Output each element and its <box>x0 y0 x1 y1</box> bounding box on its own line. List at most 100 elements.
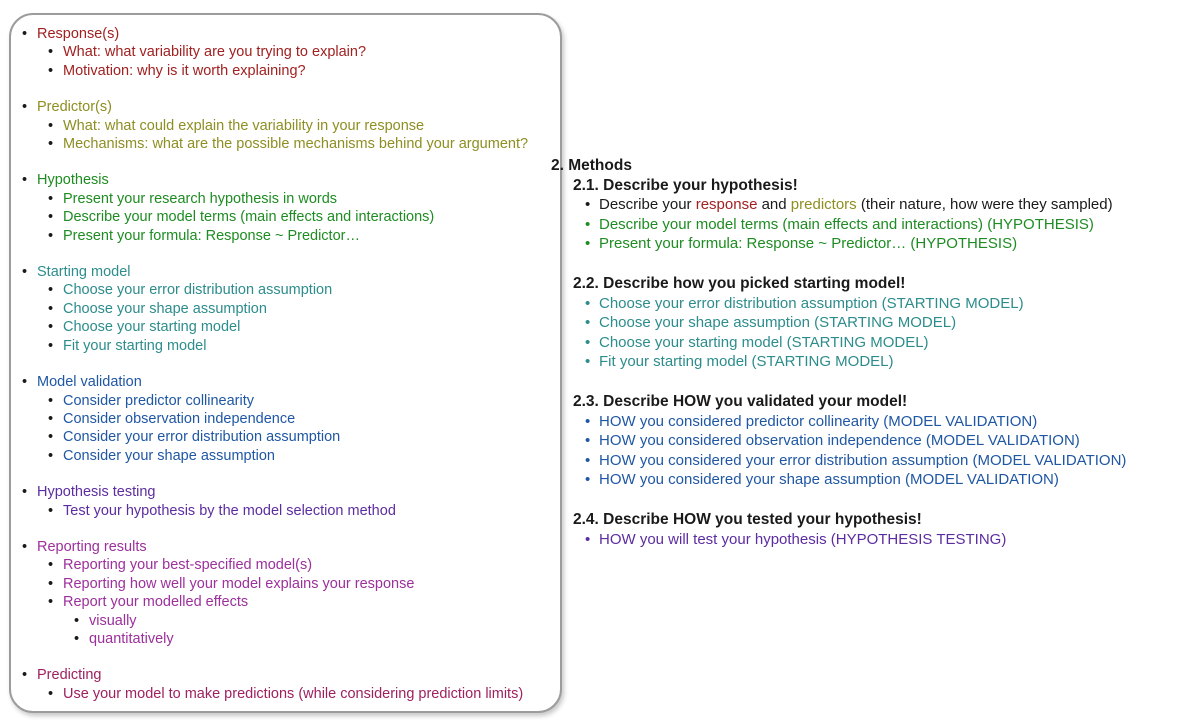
text-segment: HOW you considered predictor collinearit… <box>599 412 1038 430</box>
bullet-icon: • <box>585 432 591 450</box>
outline-panel: •Response(s)•What: what variability are … <box>9 13 562 713</box>
outline-response-item-0-label: What: what variability are you trying to… <box>63 44 367 61</box>
text-segment: HOW you considered your shape assumption… <box>599 471 1059 489</box>
text-segment: and <box>757 196 791 214</box>
outline-predicting-heading-label: Predicting <box>37 667 102 684</box>
outline-reporting-results-item-1-label: Reporting how well your model explains y… <box>63 575 415 592</box>
bullet-icon: • <box>48 557 54 574</box>
bullet-icon: • <box>74 612 80 629</box>
text-segment: Fit your starting model (STARTING MODEL) <box>599 353 894 371</box>
outline-reporting-results-item-2-sub-1: • quantitatively <box>11 630 560 648</box>
outline-hypothesis-item-2: •Present your formula: Response ~ Predic… <box>11 227 560 245</box>
methods-2-2-bullet-2: • Choose your starting model (STARTING MO… <box>551 333 1126 353</box>
outline-section-response: •Response(s)•What: what variability are … <box>11 25 560 80</box>
outline-response-heading-label: Response(s) <box>37 26 120 42</box>
bullet-icon: • <box>585 215 591 233</box>
text-segment: HOW you will test your hypothesis (HYPOT… <box>599 530 1007 548</box>
methods-2-3-bullet-2: • HOW you considered your error distribut… <box>551 451 1126 471</box>
outline-starting-model-item-3: • Fit your starting model <box>11 337 560 355</box>
bullet-icon: • <box>48 337 54 354</box>
outline-model-validation-item-1: •Consider observation independence <box>11 410 560 428</box>
text-segment: Describe your <box>599 196 696 214</box>
bullet-icon: • <box>585 451 591 469</box>
outline-starting-model-item-0-label: Choose your error distribution assumptio… <box>63 282 333 299</box>
methods-section-2-1: 2.1. Describe your hypothesis! • Describe … <box>551 176 1126 254</box>
bullet-icon: • <box>48 319 54 336</box>
outline-hypothesis-testing-heading: •Hypothesis testing <box>11 483 560 501</box>
bullet-icon: • <box>585 412 591 430</box>
methods-2-3-bullet-3: •HOW you considered your shape assumptio… <box>551 470 1126 490</box>
bullet-icon: • <box>48 392 54 409</box>
outline-predicting-item-0: •Use your model to make predictions (whi… <box>11 685 560 703</box>
outline-section-model-validation: •Model validation•Consider predictor col… <box>11 373 560 465</box>
outline-section-predicting: •Predicting•Use your model to make predi… <box>11 666 560 703</box>
outline-reporting-results-heading: • Reporting results <box>11 538 560 556</box>
bullet-icon: • <box>48 62 54 79</box>
text-segment: HOW you considered your error distributi… <box>599 451 1127 469</box>
methods-2-1-bullet-0: • Describe your response and predictors (… <box>551 195 1126 215</box>
text-segment: Present your formula: Response ~ Predict… <box>599 235 1018 253</box>
outline-predictors-heading-label: Predictor(s) <box>37 99 112 116</box>
outline-model-validation-heading-label: Model validation <box>37 374 142 391</box>
text-segment: (their nature, how were they sampled) <box>856 196 1113 214</box>
bullet-icon: • <box>48 117 54 134</box>
bullet-icon: • <box>48 594 54 611</box>
text-segment: Describe your model terms (main effects … <box>599 215 1094 233</box>
bullet-icon: • <box>22 172 28 189</box>
bullet-icon: • <box>48 136 54 153</box>
methods-2-2-bullet-3: • Fit your starting model (STARTING MODEL… <box>551 352 1126 372</box>
outline-hypothesis-testing-item-0-label: Test your hypothesis by the model select… <box>63 502 396 519</box>
bullet-icon: • <box>585 196 591 214</box>
methods-heading-2-1: 2.1. Describe your hypothesis! <box>573 176 798 194</box>
outline-reporting-results-item-0-label: Reporting your best-specified model(s) <box>63 557 313 574</box>
outline-model-validation-item-1-label: Consider observation independence <box>63 410 296 427</box>
bullet-icon: • <box>48 685 54 702</box>
outline-hypothesis-item-1-label: Describe your model terms (main effects … <box>63 209 435 226</box>
outline-model-validation-item-0: • Consider predictor collinearity <box>11 392 560 410</box>
bullet-icon: • <box>22 538 28 555</box>
methods-2-1-bullet-1: • Describe your model terms (main effects… <box>551 215 1126 235</box>
outline-starting-model-item-2-label: Choose your starting model <box>63 319 241 336</box>
bullet-icon: • <box>22 374 28 391</box>
bullet-icon: • <box>585 294 591 312</box>
outline-starting-model-heading: •Starting model <box>11 263 560 281</box>
methods-2-2-bullet-1: •Choose your shape assumption (STARTING … <box>551 313 1126 333</box>
outline-reporting-results-item-2: •Report your modelled effects <box>11 593 560 611</box>
methods-heading-2-4: 2.4. Describe HOW you tested your hypoth… <box>573 510 922 528</box>
outline-section-reporting-results: • Reporting results • Reporting your best-s… <box>11 538 560 648</box>
outline-model-validation-item-0-label: Consider predictor collinearity <box>63 392 254 409</box>
methods-sections: 2.1. Describe your hypothesis! • Describe … <box>551 176 1126 550</box>
outline-starting-model-item-3-label: Fit your starting model <box>63 337 207 354</box>
outline-model-validation-item-3-label: Consider your shape assumption <box>63 447 275 464</box>
bullet-icon: • <box>74 630 80 647</box>
outline-model-validation-item-2: •Consider your error distribution assump… <box>11 428 560 446</box>
outline-reporting-results-heading-label: Reporting results <box>37 538 147 555</box>
text-segment: response <box>695 196 758 214</box>
bullet-icon: • <box>585 333 591 351</box>
text-segment: predictors <box>790 196 857 214</box>
outline-predicting-heading: • Predicting <box>11 666 560 684</box>
outline-starting-model-heading-label: Starting model <box>37 264 131 281</box>
bullet-icon: • <box>48 209 54 226</box>
outline-model-validation-item-3: • Consider your shape assumption <box>11 447 560 465</box>
outline-hypothesis-heading: •Hypothesis <box>11 171 560 189</box>
outline-response-item-0: •What: what variability are you trying t… <box>11 43 560 61</box>
bullet-icon: • <box>48 575 54 592</box>
bullet-icon: • <box>48 300 54 317</box>
methods-heading-2-3: 2.3. Describe HOW you validated your mod… <box>573 392 908 410</box>
bullet-icon: • <box>48 447 54 464</box>
outline-section-hypothesis: •Hypothesis•Present your research hypoth… <box>11 171 560 245</box>
methods-title: 2. Methods <box>551 157 632 174</box>
text-segment: Choose your starting model (STARTING MOD… <box>599 333 929 351</box>
outline-predictors-item-1-label: Mechanisms: what are the possible mechan… <box>63 136 529 153</box>
outline-response-heading: •Response(s) <box>11 25 560 43</box>
outline-predictors-item-1: • Mechanisms: what are the possible mecha… <box>11 135 560 153</box>
bullet-icon: • <box>22 484 28 501</box>
bullet-icon: • <box>48 227 54 244</box>
outline-model-validation-heading: • Model validation <box>11 373 560 391</box>
outline-reporting-results-item-2-sub-1-label: quantitatively <box>89 630 174 647</box>
outline-response-item-1-label: Motivation: why is it worth explaining? <box>63 62 306 79</box>
bullet-icon: • <box>22 667 28 684</box>
bullet-icon: • <box>585 353 591 371</box>
outline-section-starting-model: •Starting model•Choose your error distri… <box>11 263 560 355</box>
